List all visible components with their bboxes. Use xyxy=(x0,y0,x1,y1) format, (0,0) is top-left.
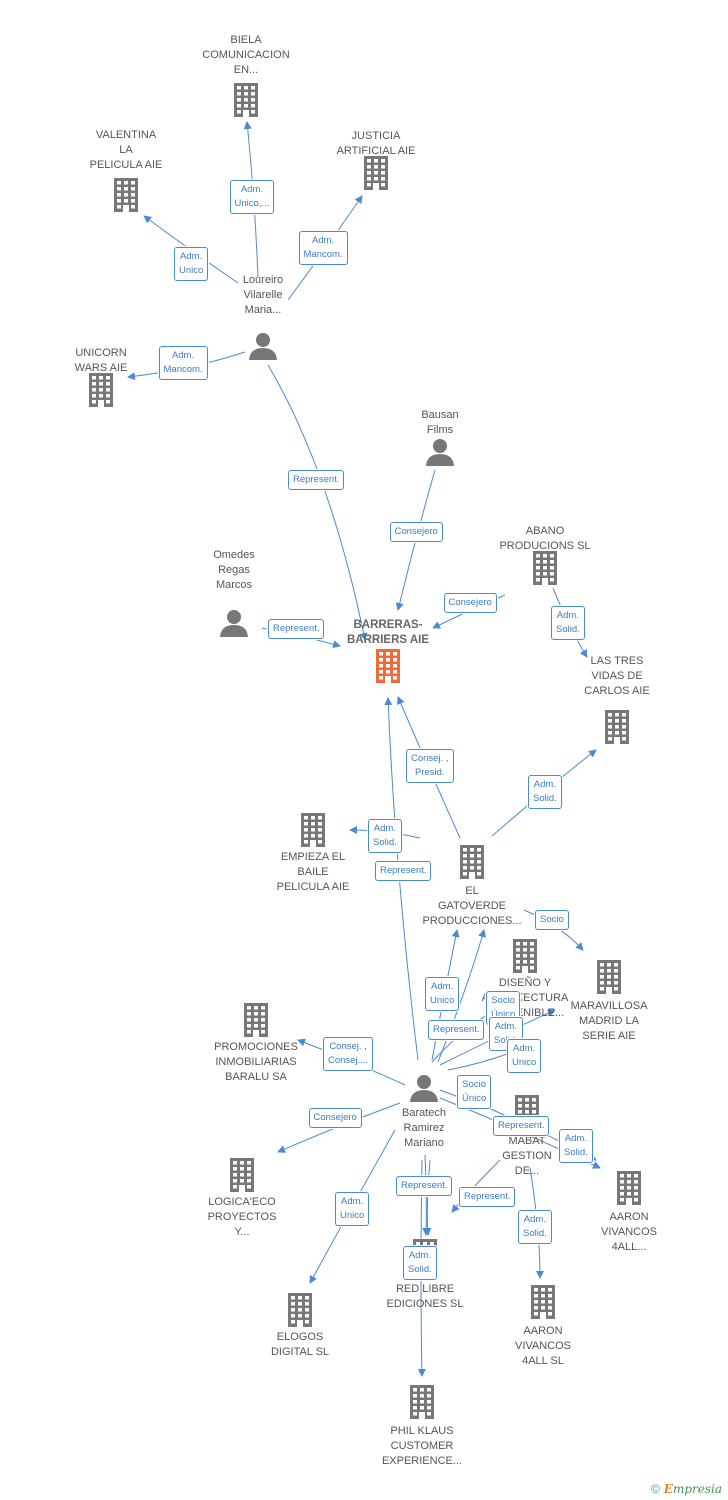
company-icon[interactable] xyxy=(112,178,140,217)
node-label-gatoverde[interactable]: EL GATOVERDE PRODUCCIONES... xyxy=(422,885,522,927)
relation-label[interactable]: Adm. Unico xyxy=(507,1039,542,1073)
node-label-loureiro[interactable]: Loureiro Vilarelle Maria... xyxy=(242,274,284,316)
person-icon[interactable] xyxy=(425,438,455,471)
node-label-aaron1[interactable]: AARON VIVANCOS 4ALL... xyxy=(600,1211,658,1253)
relation-label[interactable]: Adm. Unico,... xyxy=(229,180,275,214)
relation-label[interactable]: Adm. Mancom. xyxy=(158,346,208,380)
person-icon[interactable] xyxy=(248,332,278,365)
node-label-redlibre[interactable]: RED LIBRE EDICIONES SL xyxy=(386,1283,464,1310)
relation-label[interactable]: Consejero xyxy=(308,1108,362,1128)
relation-label[interactable]: Socio xyxy=(535,910,569,930)
company-icon[interactable] xyxy=(87,373,115,412)
relation-label[interactable]: Adm. Solid. xyxy=(551,606,585,640)
company-icon[interactable] xyxy=(529,1285,557,1324)
node-label-aaron2[interactable]: AARON VIVANCOS 4ALL SL xyxy=(514,1325,572,1367)
node-label-promociones[interactable]: PROMOCIONES INMOBILIARIAS BARALU SA xyxy=(214,1041,298,1083)
company-icon[interactable] xyxy=(603,710,631,749)
node-label-biela[interactable]: BIELA COMUNICACION EN... xyxy=(202,34,290,76)
relation-label[interactable]: Represent. xyxy=(428,1020,485,1040)
node-label-elogos[interactable]: ELOGOS DIGITAL SL xyxy=(270,1331,330,1358)
relation-label[interactable]: Adm. Unico xyxy=(335,1192,370,1226)
node-label-valentina[interactable]: VALENTINA LA PELICULA AIE xyxy=(89,129,163,171)
node-label-logica[interactable]: LOGICA'ECO PROYECTOS Y... xyxy=(207,1196,277,1238)
brand-name: mpresia xyxy=(672,1482,722,1496)
relation-label[interactable]: Consej. , Consej.... xyxy=(323,1037,374,1071)
company-icon[interactable] xyxy=(242,1003,270,1042)
relation-label[interactable]: Adm. Solid. xyxy=(518,1210,552,1244)
node-label-justicia[interactable]: JUSTICIA ARTIFICIAL AIE xyxy=(336,130,416,157)
node-label-barreras[interactable]: BARRERAS- BARRIERS AIE xyxy=(347,619,429,646)
company-icon[interactable] xyxy=(286,1293,314,1332)
node-label-mabat[interactable]: MABAT GESTION DE... xyxy=(502,1135,552,1177)
relation-label[interactable]: Represent. xyxy=(288,470,345,490)
brand-initial: E xyxy=(663,1482,673,1496)
node-label-bausan[interactable]: Bausan Films xyxy=(421,409,459,436)
person-icon[interactable] xyxy=(219,609,249,642)
company-icon[interactable] xyxy=(595,960,623,999)
node-label-tresvidas[interactable]: LAS TRES VIDAS DE CARLOS AIE xyxy=(584,655,650,697)
relation-label[interactable]: Adm. Solid. xyxy=(368,819,402,853)
node-label-philklaus[interactable]: PHIL KLAUS CUSTOMER EXPERIENCE... xyxy=(381,1425,463,1467)
company-icon[interactable] xyxy=(458,845,486,884)
relation-label[interactable]: Adm. Solid. xyxy=(403,1246,437,1280)
company-icon[interactable] xyxy=(299,813,327,852)
main-company-icon[interactable] xyxy=(374,649,402,688)
relation-label[interactable]: Adm. Solid. xyxy=(528,775,562,809)
relation-label[interactable]: Adm. Unico xyxy=(174,247,209,281)
relation-edge xyxy=(267,364,368,641)
node-label-baratech[interactable]: Baratech Ramirez Mariano xyxy=(401,1107,447,1149)
person-icon[interactable] xyxy=(409,1074,439,1107)
company-icon[interactable] xyxy=(232,83,260,122)
relation-label[interactable]: Represent. xyxy=(459,1187,516,1207)
company-icon[interactable] xyxy=(228,1158,256,1197)
relation-label[interactable]: Consejero xyxy=(389,522,443,542)
relation-label[interactable]: Adm. Mancom. xyxy=(298,231,348,265)
relation-label[interactable]: Socio Único xyxy=(457,1075,492,1109)
relation-label[interactable]: Represent. xyxy=(493,1116,550,1136)
company-icon[interactable] xyxy=(531,551,559,590)
company-icon[interactable] xyxy=(408,1385,436,1424)
relation-label[interactable]: Consej. , Presid. xyxy=(406,749,454,783)
relation-label[interactable]: Represent. xyxy=(268,619,325,639)
empresia-watermark: ©Empresia xyxy=(651,1482,722,1496)
company-icon[interactable] xyxy=(362,156,390,195)
node-label-unicorn[interactable]: UNICORN WARS AIE xyxy=(74,347,128,374)
node-label-empieza[interactable]: EMPIEZA EL BAILE PELICULA AIE xyxy=(276,851,350,893)
company-icon[interactable] xyxy=(511,939,539,978)
node-label-omedes[interactable]: Omedes Regas Marcos xyxy=(213,549,255,591)
relation-label[interactable]: Adm. Unico xyxy=(425,977,460,1011)
relation-label[interactable]: Represent. xyxy=(396,1176,453,1196)
relation-label[interactable]: Adm. Solid. xyxy=(559,1129,593,1163)
copyright-symbol: © xyxy=(650,1482,660,1496)
relation-label[interactable]: Represent. xyxy=(375,861,432,881)
relation-label[interactable]: Consejero xyxy=(443,593,497,613)
company-icon[interactable] xyxy=(615,1171,643,1210)
relation-edge xyxy=(437,929,486,1063)
node-label-abano[interactable]: ABANO PRODUCIONS SL xyxy=(499,525,591,552)
node-label-maravillosa[interactable]: MARAVILLOSA MADRID LA SERIE AIE xyxy=(570,1000,648,1042)
relation-edge xyxy=(423,1159,432,1236)
